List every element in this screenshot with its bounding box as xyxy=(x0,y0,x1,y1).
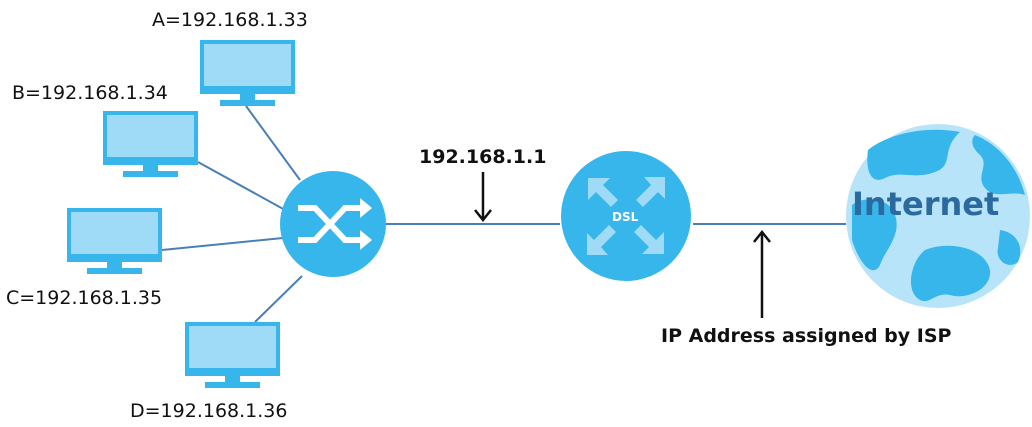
host-a-label: A=192.168.1.33 xyxy=(152,9,308,31)
host-b-monitor-icon xyxy=(103,111,198,177)
host-b-label: B=192.168.1.34 xyxy=(12,82,168,104)
link-switch-host-c xyxy=(161,237,284,251)
link-switch-host-a xyxy=(245,105,301,181)
arrow-up-icon xyxy=(753,229,771,318)
link-switch-host-b xyxy=(197,161,286,211)
dsl-label: DSL xyxy=(612,210,639,224)
host-a-monitor-icon xyxy=(200,40,295,106)
host-d-monitor-icon xyxy=(185,322,280,388)
host-c-monitor-icon xyxy=(67,208,162,274)
host-c-label: C=192.168.1.35 xyxy=(6,287,163,309)
router-lan-ip-label: 192.168.1.1 xyxy=(419,146,547,168)
link-switch-host-d xyxy=(254,275,303,323)
dsl-router-icon xyxy=(561,151,691,281)
network-links xyxy=(161,105,846,323)
arrow-down-icon xyxy=(474,172,492,223)
internet-label: Internet xyxy=(852,185,1000,223)
globe-icon xyxy=(846,124,1030,308)
isp-annotation: IP Address assigned by ISP xyxy=(661,325,952,347)
switch-icon xyxy=(280,171,386,277)
host-d-label: D=192.168.1.36 xyxy=(130,400,288,422)
